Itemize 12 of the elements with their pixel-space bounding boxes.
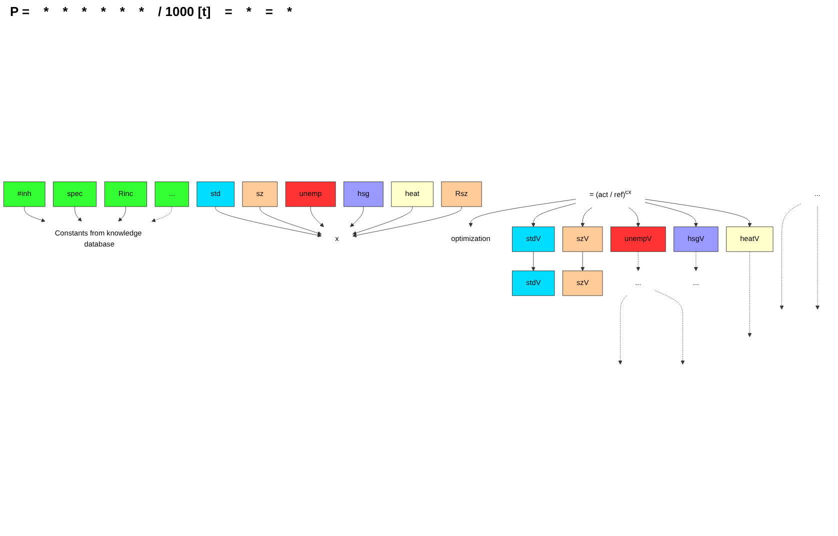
formula-text: *: [82, 4, 87, 19]
formula-text: / 1000 [t]: [158, 4, 211, 19]
formula-text: *: [100, 4, 106, 19]
formula-text: *: [287, 4, 292, 19]
formula-text: *: [246, 4, 252, 19]
formula-text: *: [44, 4, 49, 19]
formula-text: P =: [10, 4, 30, 19]
formula-text: *: [138, 4, 144, 19]
formula-text: *: [62, 4, 68, 19]
formula-text: =: [224, 4, 232, 19]
formula-text: *: [120, 4, 125, 19]
formula-text: =: [265, 4, 274, 19]
